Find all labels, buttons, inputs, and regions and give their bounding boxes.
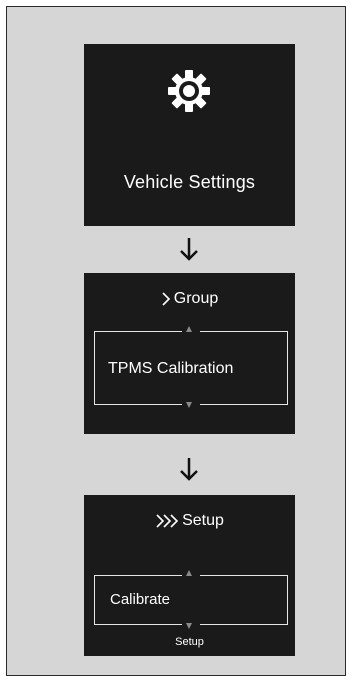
gear-icon (168, 70, 210, 112)
scroll-down-icon (186, 623, 192, 629)
down-arrow-icon (180, 238, 198, 261)
breadcrumb-label: Setup (182, 512, 224, 529)
group-screen: Group TPMS Calibration (84, 273, 295, 434)
breadcrumb: Group (84, 290, 295, 308)
chevron-right-icon (162, 292, 170, 306)
vehicle-settings-screen: Vehicle Settings (84, 44, 295, 226)
vehicle-settings-title: Vehicle Settings (123, 172, 256, 192)
diagram-frame: Vehicle Settings Group TPMS Calibration (6, 6, 346, 676)
sub-label: Setup (175, 636, 204, 648)
scroll-up-icon (186, 570, 192, 576)
menu-item-tpms-calibration[interactable]: TPMS Calibration (108, 360, 234, 377)
breadcrumb: Setup (84, 512, 295, 530)
breadcrumb-label: Group (173, 290, 219, 307)
triple-chevron-right-icon (156, 514, 179, 528)
menu-item-calibrate[interactable]: Calibrate (110, 591, 171, 608)
scroll-down-icon (186, 402, 192, 408)
scroll-up-icon (186, 326, 192, 332)
setup-screen: Setup Calibrate Setup (84, 495, 295, 656)
down-arrow-icon (180, 458, 198, 481)
